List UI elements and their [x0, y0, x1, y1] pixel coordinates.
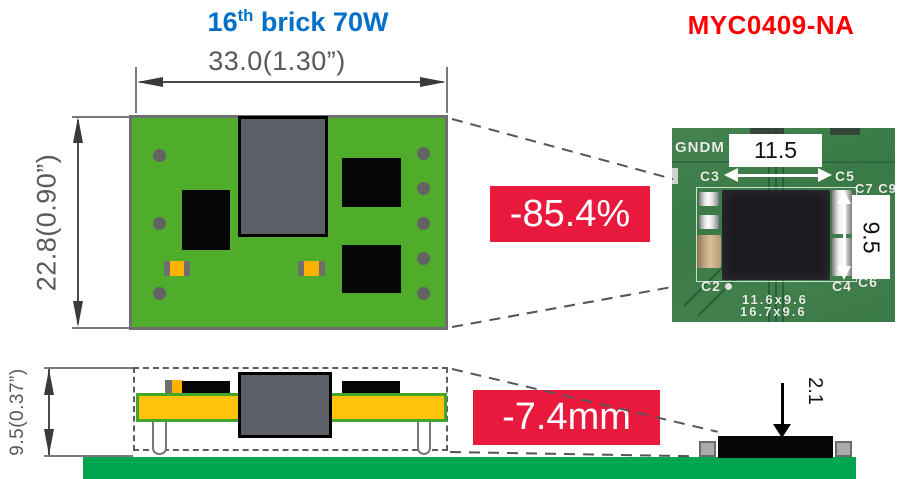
module-height-arrow-line — [781, 383, 784, 425]
pcb-component-fragment — [750, 128, 784, 134]
side-capacitor — [172, 380, 183, 393]
silkscreen-c3: C3 — [700, 168, 720, 184]
width-dim-extension-right — [446, 67, 448, 113]
left-title-ordinal: th — [237, 6, 254, 25]
width-dim-arrow-right-icon — [420, 77, 446, 87]
side-height-dim-line — [48, 369, 50, 455]
silkscreen-c5: C5 — [835, 168, 855, 184]
module-side-capacitor-right — [835, 441, 852, 457]
pin-pad — [153, 217, 166, 230]
left-title: 16th brick 70W — [148, 6, 448, 38]
chip-capacitor-center — [298, 261, 325, 276]
right-title: MYC0409-NA — [687, 10, 855, 40]
side-height-extension-bottom — [44, 455, 133, 457]
module-side-capacitor-left — [699, 441, 716, 457]
pin-pad — [417, 252, 430, 265]
brick-pin-left — [152, 422, 167, 455]
chip-capacitor-left — [164, 261, 190, 276]
module-side-body — [718, 436, 833, 458]
brick-top-view-board — [129, 115, 448, 330]
pcb-component-fragment — [830, 128, 860, 135]
ic-component-left — [182, 190, 230, 250]
height-dim-extension-top — [72, 116, 130, 118]
module-body — [722, 190, 830, 280]
pin-pad — [417, 217, 430, 230]
height-dimension-label: 22.8(0.90”) — [31, 153, 62, 292]
transformer-component — [238, 116, 328, 237]
pin-pad — [417, 287, 430, 300]
tantalum-capacitor — [697, 235, 721, 268]
fiducial-dot — [725, 283, 732, 290]
height-dim-arrow-down-icon — [73, 301, 83, 327]
height-dim-extension-bottom — [72, 327, 130, 329]
photo-width-arrow — [732, 174, 824, 177]
height-reduction-badge: -7.4mm — [473, 390, 660, 445]
capacitor — [699, 192, 719, 206]
brick-envelope-dashed-box — [133, 367, 448, 451]
area-reduction-badge: -85.4% — [490, 186, 650, 242]
silkscreen-c7-c9: C7 C9 — [855, 181, 895, 196]
side-height-arrow-up-icon — [44, 369, 54, 395]
width-dimension-label: 33.0(1.30”) — [208, 46, 346, 76]
side-height-extension-top — [44, 367, 133, 369]
photo-height-arrow — [843, 198, 846, 272]
left-title-number: 16 — [207, 7, 238, 37]
width-dim-line — [140, 81, 443, 83]
photo-width-arrow-left-icon — [724, 168, 738, 182]
side-height-dimension-label: 9.5(0.37”) — [7, 368, 28, 456]
brick-pin-right — [417, 422, 431, 455]
pin-pad — [153, 287, 166, 300]
capacitor — [699, 215, 719, 229]
left-title-rest: brick 70W — [253, 7, 389, 37]
pin-pad — [417, 147, 430, 160]
pcb-component-fragment — [672, 168, 678, 184]
silkscreen-gndm: GNDM — [675, 139, 725, 156]
silkscreen-c4: C4 — [832, 278, 852, 294]
module-photo: GNDM C3 C5 C7 C9 C2 C4 C6 11.6x9.6 16.7x… — [672, 128, 895, 322]
module-height-arrow-down-icon — [773, 424, 791, 438]
side-height-arrow-down-icon — [44, 429, 54, 455]
zoom-connector-line-top — [451, 118, 674, 181]
height-dim-line — [77, 120, 79, 324]
photo-height-label: 9.5 — [858, 221, 885, 253]
height-dim-arrow-up-icon — [73, 117, 83, 143]
silkscreen-dims-line1: 11.6x9.6 — [742, 292, 808, 307]
silkscreen-dims-line2: 16.7x9.6 — [740, 304, 807, 319]
silkscreen-c2: C2 — [701, 278, 721, 294]
pin-pad — [417, 182, 430, 195]
side-transformer — [238, 372, 332, 438]
photo-width-arrow-right-icon — [818, 168, 832, 182]
side-capacitor-end — [165, 380, 172, 393]
width-dim-extension-left — [135, 67, 137, 113]
module-height-label: 2.1 — [804, 377, 826, 405]
pin-pad — [153, 149, 166, 162]
motherboard-bar — [83, 457, 856, 479]
zoom-connector-line-mid — [451, 285, 673, 328]
photo-width-label: 11.5 — [729, 134, 822, 167]
width-dim-arrow-left-icon — [137, 77, 163, 87]
photo-height-arrow-down-icon — [837, 266, 851, 280]
side-component-right — [342, 381, 400, 393]
ic-component-right-bottom — [342, 245, 401, 293]
ic-component-right-top — [342, 158, 401, 207]
photo-height-label-box: 9.5 — [852, 195, 890, 279]
photo-height-arrow-up-icon — [837, 190, 851, 204]
side-component-left — [182, 381, 230, 393]
